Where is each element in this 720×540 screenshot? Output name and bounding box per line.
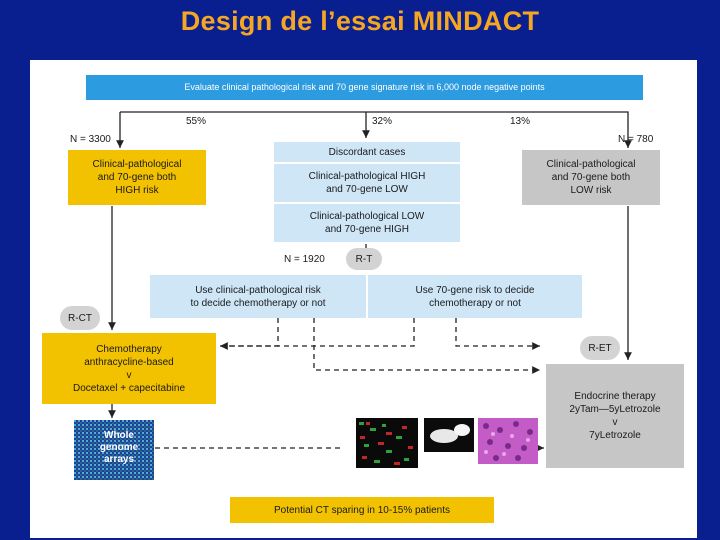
- low-risk-line2: and 70-gene both: [551, 172, 631, 183]
- endo-line1: Endocrine therapy: [574, 391, 656, 402]
- n-left: N = 3300: [70, 134, 111, 145]
- high-risk-box: Clinical-pathological and 70-gene both H…: [68, 150, 206, 205]
- dashed-clin-to-endo: [313, 318, 540, 374]
- chemo-line2: anthracycline-based: [84, 356, 174, 368]
- use-clinical-line2: to decide chemotherapy or not: [190, 297, 326, 309]
- discordant-a-line2: and 70-gene LOW: [326, 184, 408, 195]
- discordant-a-box: Clinical-pathological HIGH and 70-gene L…: [274, 164, 460, 202]
- rt-pill: R-T: [346, 248, 382, 270]
- discordant-a-line1: Clinical-pathological HIGH: [308, 171, 426, 182]
- pct-left: 55%: [186, 116, 207, 127]
- rct-pill: R-CT: [60, 306, 100, 330]
- low-risk-line3: LOW risk: [570, 185, 612, 196]
- dashed-gene-to-chemo: [220, 318, 415, 347]
- ct-sparing-box: Potential CT sparing in 10-15% patients: [230, 497, 494, 523]
- endocrine-box: Endocrine therapy 2yTam—5yLetrozole v 7y…: [546, 364, 684, 468]
- discordant-title: Discordant cases: [328, 146, 406, 158]
- use-gene-line2: chemotherapy or not: [429, 297, 521, 309]
- arrays-label: Whole genome arrays: [84, 430, 154, 466]
- endo-line4: 7yLetrozole: [589, 430, 641, 441]
- discordant-b-line2: and 70-gene HIGH: [325, 224, 409, 235]
- endo-line2: 2yTam—5yLetrozole: [569, 404, 661, 415]
- chemo-line4: Docetaxel + capecitabine: [72, 382, 186, 394]
- evaluate-text: Evaluate clinical pathological risk and …: [184, 82, 545, 92]
- chemo-line3: v: [126, 369, 132, 381]
- evaluate-box: Evaluate clinical pathological risk and …: [86, 75, 643, 100]
- discordant-b-box: Clinical-pathological LOW and 70-gene HI…: [274, 204, 460, 242]
- low-risk-box: Clinical-pathological and 70-gene both L…: [522, 150, 660, 205]
- high-risk-line3: HIGH risk: [115, 185, 159, 196]
- pct-mid: 32%: [372, 116, 393, 127]
- discordant-title-box: Discordant cases: [274, 142, 460, 162]
- slide-title: Design de l’essai MINDACT: [180, 6, 540, 36]
- endo-line3: v: [612, 417, 618, 428]
- high-risk-line2: and 70-gene both: [97, 172, 177, 183]
- arrow-right-branch: [366, 111, 632, 148]
- high-risk-line1: Clinical-pathological: [92, 159, 182, 170]
- dashed-gene-to-endo: [455, 318, 540, 350]
- ret-pill: R-ET: [580, 336, 620, 360]
- dashed-clin-to-chemo: [220, 318, 279, 350]
- use-gene-box: Use 70-gene risk to decide chemotherapy …: [368, 275, 582, 318]
- use-gene-line1: Use 70-gene risk to decide: [415, 284, 535, 296]
- use-clinical-box: Use clinical-pathological risk to decide…: [150, 275, 366, 318]
- histology-image: [478, 418, 538, 464]
- microarray-heatmap-image: [356, 418, 418, 468]
- tissue-sample-image: [424, 418, 474, 452]
- arrays-label-1: Whole: [104, 430, 134, 441]
- genome-array-image: [74, 420, 154, 480]
- arrays-label-2: genome: [99, 442, 139, 453]
- arrays-label-3: arrays: [103, 454, 135, 465]
- pct-right: 13%: [510, 116, 531, 127]
- use-clinical-line1: Use clinical-pathological risk: [195, 284, 321, 296]
- discordant-b-line1: Clinical-pathological LOW: [309, 211, 425, 222]
- low-risk-line1: Clinical-pathological: [546, 159, 636, 170]
- chemo-line1: Chemotherapy: [96, 343, 162, 355]
- n-mid: N = 1920: [284, 254, 325, 265]
- chemotherapy-box: Chemotherapy anthracycline-based v Docet…: [42, 333, 216, 404]
- ct-sparing-text: Potential CT sparing in 10-15% patients: [273, 504, 451, 516]
- n-right: N = 780: [618, 134, 654, 145]
